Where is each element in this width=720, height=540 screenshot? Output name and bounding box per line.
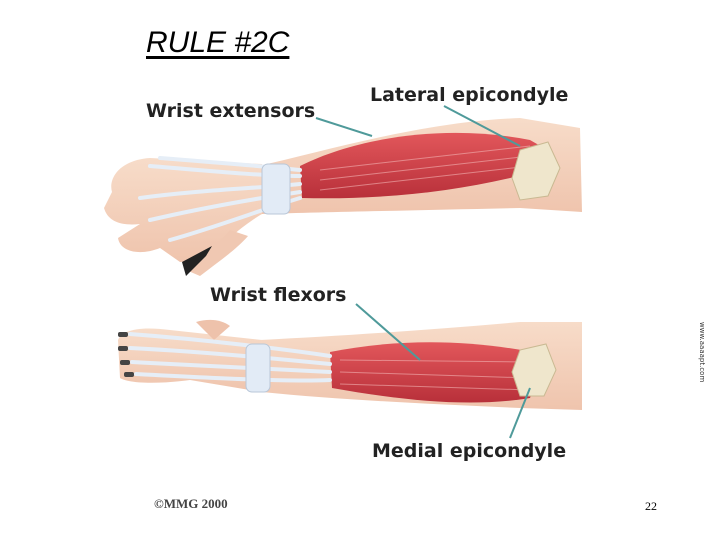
lower-thumb-skin <box>196 319 230 340</box>
fingernails <box>118 332 134 377</box>
upper-thumb-skin <box>186 230 248 276</box>
label-wrist-flexors: Wrist flexors <box>210 284 347 306</box>
copyright-notice: ©MMG 2000 <box>154 496 228 511</box>
label-medial-epicondyle: Medial epicondyle <box>372 440 567 462</box>
flexor-tendons <box>128 332 332 383</box>
flexor-muscle-belly <box>330 342 540 403</box>
label-wrist-extensors: Wrist extensors <box>146 100 316 122</box>
medial-epicondyle-bone <box>511 343 557 397</box>
extensor-muscle-belly <box>300 132 544 199</box>
slide-title: RULE #2C <box>146 26 290 59</box>
upper-hand-skin <box>104 158 262 262</box>
watermark-url: www.aaaapt.com <box>698 322 706 383</box>
flexor-forearm <box>118 319 582 410</box>
leader-lines <box>315 105 531 439</box>
extensor-forearm <box>104 118 582 276</box>
flexor-retinaculum <box>245 343 271 393</box>
extensor-retinaculum <box>261 163 291 215</box>
page-number: 22 <box>645 499 657 513</box>
label-lateral-epicondyle: Lateral epicondyle <box>370 84 569 106</box>
lateral-epicondyle-bone <box>511 141 561 201</box>
thumbnail-dark <box>182 246 212 276</box>
